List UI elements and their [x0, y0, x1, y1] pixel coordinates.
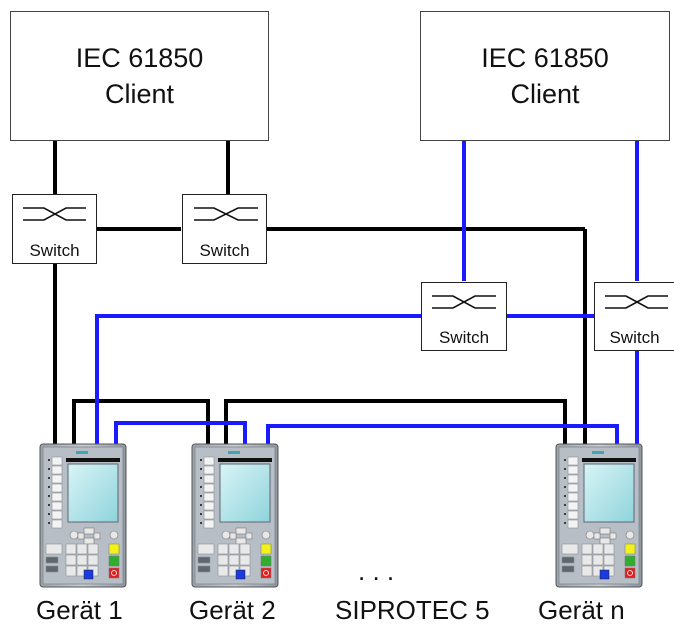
device-label-1: Gerät 1	[36, 595, 123, 625]
device-label-n: Gerät n	[538, 595, 625, 625]
device-label-2: Gerät 2	[189, 595, 276, 625]
network-switch: Switch	[594, 282, 674, 351]
siprotec-family-label: SIPROTEC 5	[335, 595, 490, 625]
network-switch: Switch	[421, 282, 507, 351]
iec-61850-client-box: IEC 61850 Client	[420, 11, 670, 141]
switch-icon	[194, 207, 258, 221]
switch-label: Switch	[199, 241, 250, 260]
client-subtitle: Client	[510, 79, 580, 109]
line-device2-deviceN-blue	[266, 424, 619, 445]
switch-label: Switch	[438, 328, 490, 347]
switch-icon	[23, 207, 86, 221]
switch-icon	[605, 295, 668, 309]
client-title: IEC 61850	[481, 43, 609, 73]
ellipsis-label: . . .	[358, 556, 395, 586]
switch-label: Switch	[609, 328, 660, 347]
client-title: IEC 61850	[75, 43, 204, 73]
switch-icon	[432, 295, 496, 309]
client-subtitle: Client	[104, 79, 175, 109]
network-switch: Switch	[182, 194, 267, 264]
line-switch3-device1	[95, 314, 421, 445]
line-device1-device2-blue	[114, 421, 247, 445]
switch-label: Switch	[29, 241, 80, 260]
line-device2-deviceN-black	[224, 399, 567, 445]
network-switch: Switch	[12, 194, 97, 264]
iec-61850-client-box: IEC 61850 Client	[10, 11, 269, 141]
